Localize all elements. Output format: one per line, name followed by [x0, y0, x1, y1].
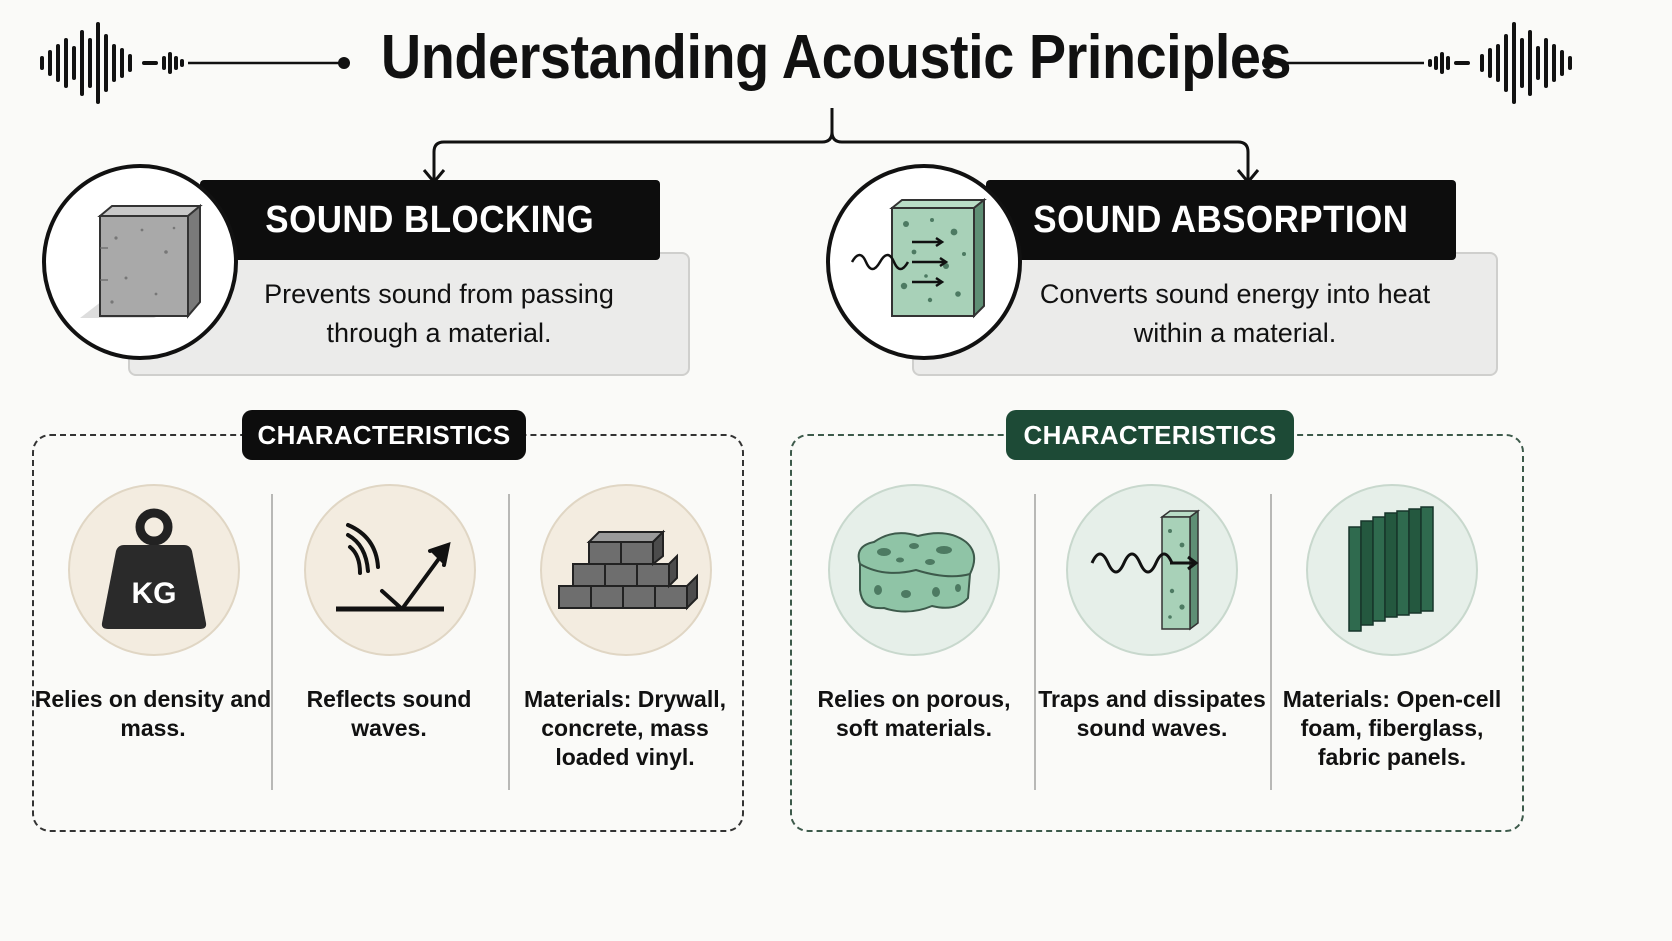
page-title: Understanding Acoustic Principles [380, 23, 1292, 92]
weight-kg-icon: KG [101, 508, 207, 629]
absorption-characteristics-label: CHARACTERISTICS [1006, 410, 1294, 460]
blocking-feature-1-text: Relies on density and mass. [34, 686, 272, 741]
concrete-block-icon-circle [42, 164, 238, 360]
divider [1270, 494, 1272, 790]
reflect-arrow-icon-circle [304, 484, 476, 656]
weight-kg-icon-circle: KG [68, 484, 240, 656]
absorption-feature-3-text: Materials: Open-cell foam, fiberglass, f… [1282, 686, 1502, 770]
sound-absorption-heading: SOUND ABSORPTION [986, 180, 1456, 260]
fabric-panel-icon [1348, 506, 1434, 632]
wave-into-foam-icon-circle [1066, 484, 1238, 656]
foam-panel-icon [850, 197, 987, 319]
divider [271, 494, 273, 790]
blocking-feature-3-text: Materials: Drywall, concrete, mass loade… [524, 686, 726, 770]
soundwave-right-icon [1262, 22, 1572, 104]
brick-stack-icon-circle [540, 484, 712, 656]
brick-stack-icon [558, 529, 698, 611]
blocking-characteristics-label: CHARACTERISTICS [242, 410, 526, 460]
blocking-feature-2-text: Reflects sound waves. [306, 686, 472, 741]
sound-absorption-description: Converts sound energy into heat within a… [1039, 279, 1431, 348]
sponge-icon-circle [828, 484, 1000, 656]
absorption-feature-2-text: Traps and dissipates sound waves. [1038, 686, 1266, 741]
fabric-panel-icon-circle [1306, 484, 1478, 656]
soundwave-left-icon [40, 22, 350, 104]
concrete-block-icon [80, 203, 203, 319]
weight-kg-label: KG [132, 577, 177, 610]
reflect-arrow-icon [336, 523, 451, 612]
foam-panel-icon-circle [826, 164, 1022, 360]
wave-into-foam-icon [1090, 509, 1201, 631]
divider [508, 494, 510, 790]
absorption-feature-1-text: Relies on porous, soft materials. [817, 686, 1011, 741]
sound-blocking-description: Prevents sound from passing through a ma… [264, 279, 614, 348]
sponge-icon [857, 532, 976, 613]
divider [1034, 494, 1036, 790]
sound-blocking-heading: SOUND BLOCKING [200, 180, 660, 260]
